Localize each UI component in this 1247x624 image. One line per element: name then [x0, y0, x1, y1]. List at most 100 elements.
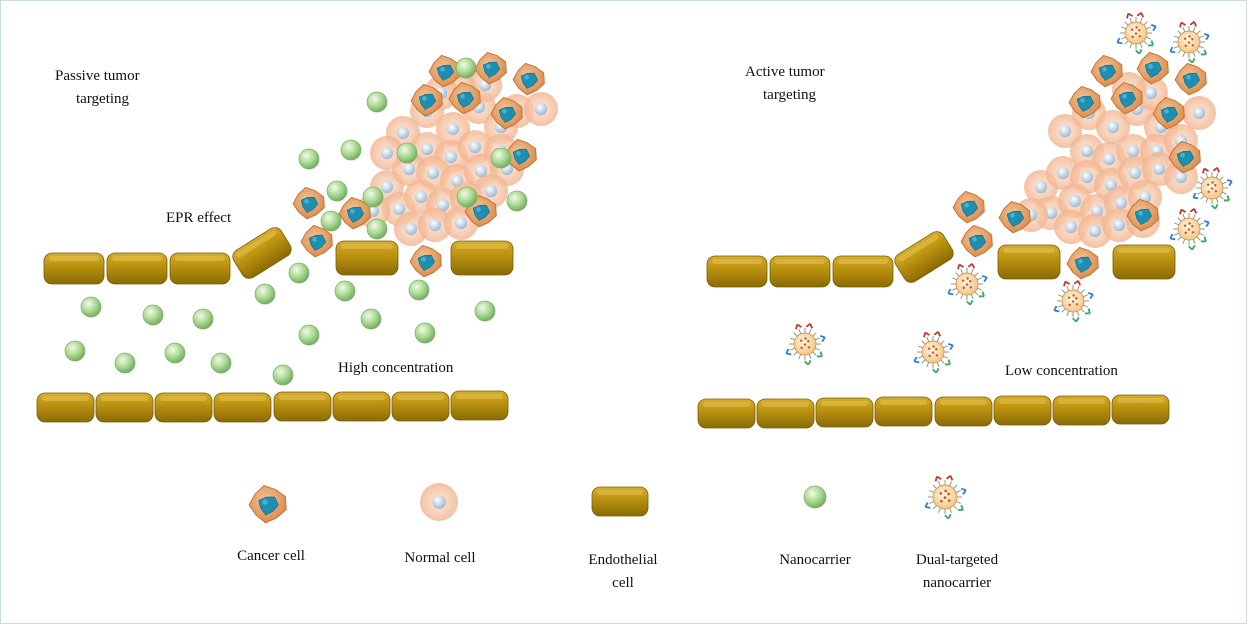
active-cancer-cell-3	[1174, 63, 1207, 96]
active-bottom-endothelial-1	[697, 398, 756, 429]
passive-nanocarrier-14	[288, 262, 310, 284]
active-top-endothelial-5	[1112, 244, 1176, 280]
passive-cancer-cell-8	[292, 186, 325, 220]
passive-title: Passive tumor targeting	[55, 65, 140, 111]
active-title-line1: Active tumor	[745, 64, 825, 80]
active-title-line2: targeting	[763, 87, 817, 103]
active-cancer-cell-6	[1152, 97, 1185, 130]
active-dual-targeted-nanocarrier-3	[1192, 166, 1233, 210]
passive-nanocarrier-11	[320, 210, 342, 232]
passive-nanocarrier-7	[362, 186, 384, 208]
passive-nanocarrier-2	[366, 91, 388, 113]
active-dual-targeted-nanocarrier-8	[913, 330, 954, 374]
active-bottom-endothelial-3	[815, 397, 874, 428]
passive-nanocarrier-27	[360, 308, 382, 330]
legend-normal-cell-icon	[420, 483, 458, 521]
legend-endothelial-cell-icon	[591, 486, 649, 517]
passive-nanocarrier-10	[456, 186, 478, 208]
dual-targeted-nanocarrier-layer	[785, 11, 1233, 520]
passive-nanocarrier-12	[366, 218, 388, 240]
nanocarrier-layer	[64, 57, 827, 509]
active-bottom-endothelial-2	[756, 398, 815, 429]
passive-bottom-endothelial-3	[154, 392, 213, 423]
active-title: Active tumor targeting	[745, 61, 825, 107]
legend-nanocarrier-icon	[803, 485, 827, 509]
passive-top-endothelial-5	[450, 240, 514, 276]
passive-nanocarrier-13	[254, 283, 276, 305]
passive-top-endothelial-1	[43, 252, 105, 285]
legend-dual-targeted-nanocarrier-icon	[924, 474, 967, 520]
active-cancer-cell-4	[1068, 86, 1101, 119]
passive-cancer-cell-3	[512, 63, 545, 96]
passive-nanocarrier-4	[298, 148, 320, 170]
passive-bottom-endothelial-6	[332, 391, 391, 422]
passive-bottom-endothelial-5	[273, 391, 332, 422]
legend-cancer-cell-label: Cancer cell	[237, 548, 305, 564]
passive-cancer-cell-7	[504, 138, 537, 172]
passive-nanocarrier-23	[164, 342, 186, 364]
active-normal-cell-3	[1096, 110, 1130, 144]
epr-effect-label: EPR effect	[166, 210, 232, 226]
passive-bottom-endothelial-4	[213, 392, 272, 423]
active-dual-targeted-nanocarrier-4	[1169, 207, 1210, 251]
passive-bottom-endothelial-7	[391, 391, 450, 422]
passive-normal-cell-22	[418, 208, 452, 242]
passive-nanocarrier-15	[334, 280, 356, 302]
active-cancer-cell-9	[998, 200, 1031, 234]
passive-normal-cell-27	[524, 92, 558, 126]
legend-cancer-cell-icon	[248, 485, 287, 524]
active-cancer-cell-7	[1168, 140, 1201, 174]
active-bottom-endothelial-4	[874, 396, 933, 427]
low-concentration-label: Low concentration	[1005, 363, 1118, 379]
legend-dual-targeted-label: Dual-targeted nanocarrier	[897, 549, 1017, 595]
passive-bottom-endothelial-8	[450, 390, 509, 421]
passive-top-endothelial-tilted	[232, 227, 292, 279]
active-cancer-cell-8	[952, 190, 985, 224]
passive-nanocarrier-1	[455, 57, 477, 79]
passive-bottom-endothelial-1	[36, 392, 95, 423]
passive-nanocarrier-19	[142, 304, 164, 326]
endothelial-layer	[36, 227, 1176, 517]
passive-cancer-cell-1	[428, 55, 461, 88]
active-cancer-cell-11	[960, 224, 993, 258]
legend-endothelial-cell-label: Endothelial cell	[573, 549, 673, 595]
active-dual-targeted-nanocarrier-1	[1116, 11, 1157, 55]
legend-endothelial-line1: Endothelial	[588, 552, 658, 568]
active-cancer-cell-5	[1110, 82, 1143, 115]
passive-top-endothelial-4	[335, 240, 399, 276]
passive-nanocarrier-21	[64, 340, 86, 362]
passive-cancer-cell-2	[474, 52, 507, 85]
active-bottom-endothelial-5	[934, 396, 993, 427]
passive-title-line1: Passive tumor	[55, 68, 140, 84]
passive-cancer-cell-12	[409, 244, 442, 278]
passive-nanocarrier-16	[408, 279, 430, 301]
passive-title-line2: targeting	[76, 91, 130, 107]
active-dual-targeted-nanocarrier-5	[947, 262, 988, 306]
legend-normal-cell-label: Normal cell	[404, 550, 476, 566]
active-top-endothelial-4	[997, 244, 1061, 280]
passive-cancer-cell-4	[410, 84, 443, 117]
active-top-endothelial-1	[706, 255, 768, 288]
active-bottom-endothelial-8	[1111, 394, 1170, 425]
passive-cancer-cell-11	[300, 224, 333, 258]
passive-nanocarrier-20	[192, 308, 214, 330]
passive-nanocarrier-17	[474, 300, 496, 322]
active-top-endothelial-tilted	[894, 231, 954, 283]
passive-nanocarrier-3	[340, 139, 362, 161]
passive-nanocarrier-24	[210, 352, 232, 374]
legend-endothelial-line2: cell	[612, 575, 634, 591]
passive-nanocarrier-8	[490, 147, 512, 169]
active-dual-targeted-nanocarrier-7	[785, 322, 826, 366]
active-normal-cell-1	[1048, 114, 1082, 148]
passive-nanocarrier-26	[298, 324, 320, 346]
active-cancer-cell-10	[1126, 198, 1159, 232]
legend-dual-line1: Dual-targeted	[915, 552, 999, 568]
active-bottom-endothelial-7	[1052, 395, 1111, 426]
active-cancer-cell-12	[1066, 246, 1099, 280]
active-bottom-endothelial-6	[993, 395, 1052, 426]
active-top-endothelial-3	[832, 255, 894, 288]
active-top-endothelial-2	[769, 255, 831, 288]
passive-normal-cell-25	[370, 136, 404, 170]
